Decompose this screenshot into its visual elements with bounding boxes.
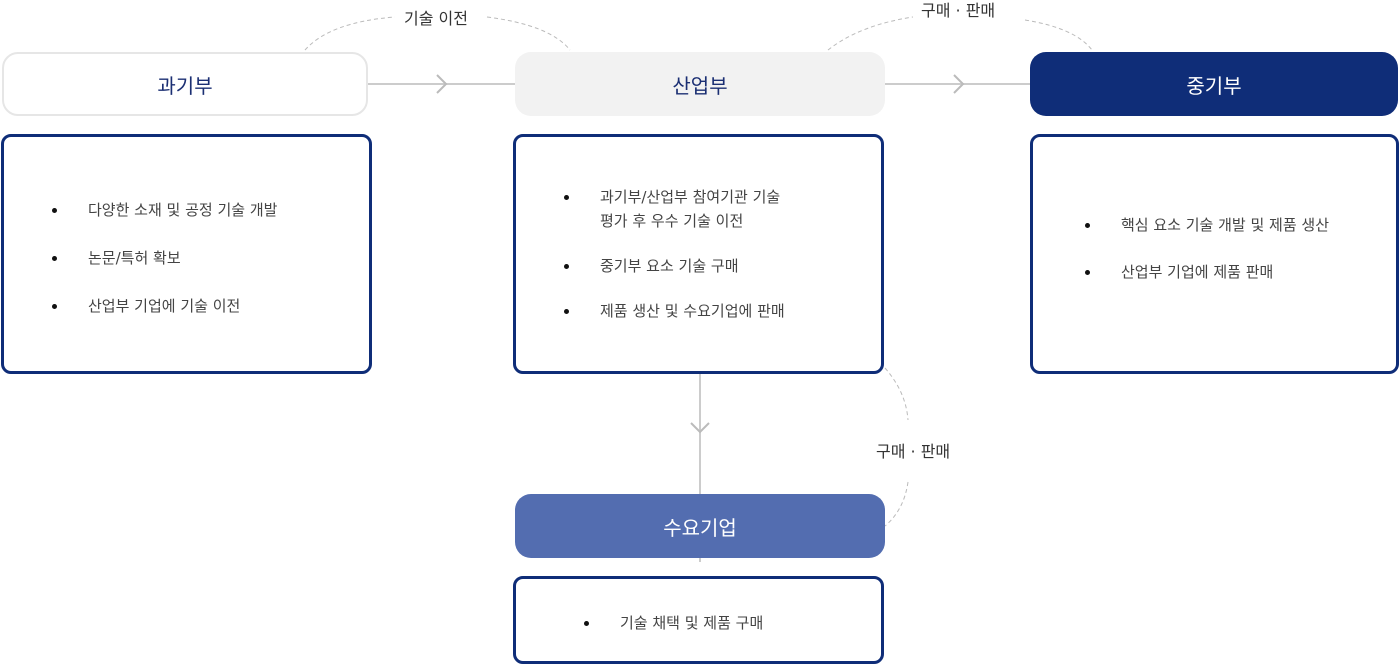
flow-label-tech-transfer: 기술 이전 [396, 5, 476, 29]
dashed-arc [486, 16, 571, 51]
card-list: 과기부/산업부 참여기관 기술 평가 후 우수 기술 이전 중기부 요소 기술 … [564, 185, 785, 344]
card-list: 핵심 요소 기술 개발 및 제품 생산 산업부 기업에 제품 판매 [1085, 213, 1329, 307]
node-gov: 과기부 [2, 52, 368, 116]
card-gov: 다양한 소재 및 공정 기술 개발 논문/특허 확보 산업부 기업에 기술 이전 [1, 134, 372, 374]
dashed-arc [1024, 19, 1093, 51]
arrow-right-icon [436, 74, 448, 94]
flow-label-purchase-sale-bottom: 구매 · 판매 [868, 438, 959, 462]
card-list: 다양한 소재 및 공정 기술 개발 논문/특허 확보 산업부 기업에 기술 이전 [52, 198, 277, 342]
node-dem: 수요기업 [515, 494, 885, 558]
node-ind: 산업부 [515, 52, 885, 116]
dashed-arc [827, 16, 914, 51]
list-item: 과기부/산업부 참여기관 기술 평가 후 우수 기술 이전 [564, 185, 785, 233]
flow-label-purchase-sale-top: 구매 · 판매 [913, 0, 1004, 21]
dashed-arc [304, 16, 396, 51]
list-item: 기술 채택 및 제품 구매 [584, 611, 763, 635]
list-item: 중기부 요소 기술 구매 [564, 254, 785, 278]
list-item: 제품 생산 및 수요기업에 판매 [564, 299, 785, 323]
list-item: 산업부 기업에 제품 판매 [1085, 260, 1329, 284]
card-sme: 핵심 요소 기술 개발 및 제품 생산 산업부 기업에 제품 판매 [1030, 134, 1399, 374]
dashed-arc [884, 481, 909, 527]
arrow-down-icon [690, 422, 710, 434]
dashed-arc [884, 367, 909, 421]
card-ind: 과기부/산업부 참여기관 기술 평가 후 우수 기술 이전 중기부 요소 기술 … [513, 134, 884, 374]
card-dem: 기술 채택 및 제품 구매 [513, 576, 884, 664]
arrow-right-icon [953, 74, 965, 94]
node-sme: 중기부 [1030, 52, 1398, 116]
card-list: 기술 채택 및 제품 구매 [584, 611, 763, 635]
list-item: 산업부 기업에 기술 이전 [52, 294, 277, 318]
list-item: 다양한 소재 및 공정 기술 개발 [52, 198, 277, 222]
list-item: 핵심 요소 기술 개발 및 제품 생산 [1085, 213, 1329, 237]
list-item: 논문/특허 확보 [52, 246, 277, 270]
